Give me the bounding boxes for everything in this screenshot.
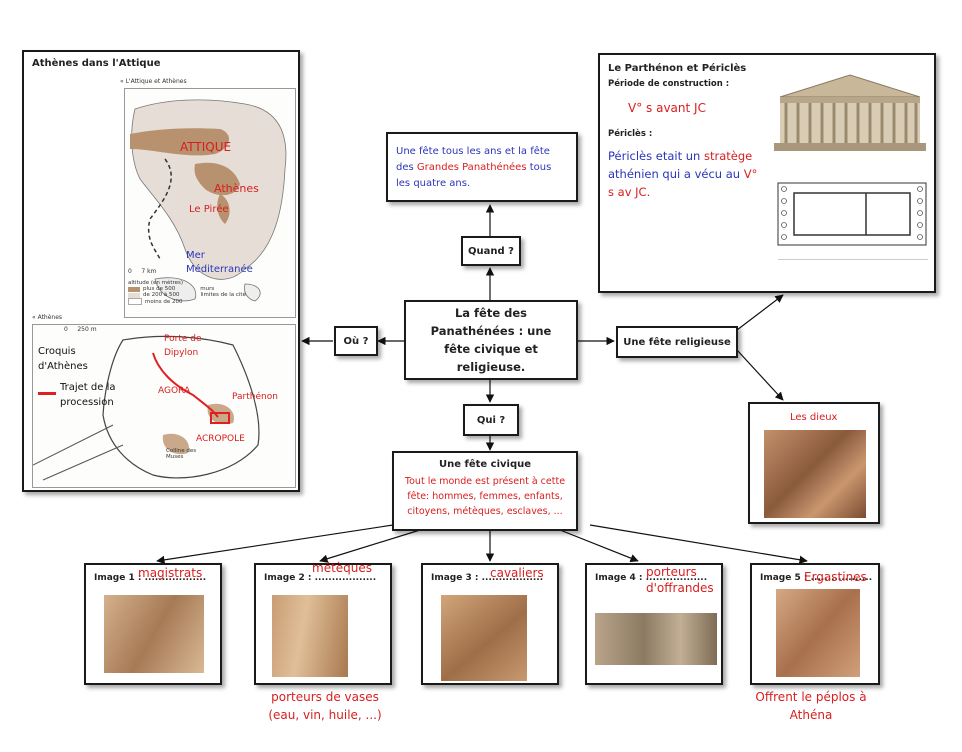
legend-murs: murs <box>200 286 215 292</box>
legend-title: altitude (en mètres) <box>128 280 184 286</box>
pericles-text-2: athénien qui a vécu au <box>608 167 744 181</box>
legend-item-low: moins de 200 <box>145 298 183 305</box>
image-3-relief <box>441 595 527 681</box>
image-4-relief <box>595 613 717 665</box>
parthenon-map-label: Parthénon <box>232 392 278 402</box>
map-box: Athènes dans l'Attique « L'Attique et At… <box>22 50 300 492</box>
legend-swatch-high <box>128 286 140 292</box>
center-box: La fête des Panathénées : une fête civiq… <box>404 300 578 380</box>
trajet-swatch <box>38 392 56 395</box>
image-3-label: Image 3 : .................. <box>431 573 544 583</box>
porte-dipylon-label: Porte de Dipylon <box>164 334 202 358</box>
croquis-label: Croquis d'Athènes <box>38 346 88 372</box>
parthenon-title: Le Parthénon et Périclès <box>608 63 747 74</box>
qui-box: Qui ? <box>463 404 519 436</box>
pericles-red: stratège <box>704 149 753 163</box>
colline-label: Colline des Muses <box>166 448 197 460</box>
trajet-label: Trajet de la procession <box>60 382 116 408</box>
image-2-answer: métèques <box>312 561 373 575</box>
map-label-athenes: Athènes <box>214 182 259 195</box>
ou-label: Où ? <box>343 335 369 347</box>
dieux-box: Les dieux <box>748 402 880 524</box>
image-box-5: Image 5 : .................. <box>750 563 880 685</box>
quand-answer-pre: Une fête tous les ans et la fête des <box>396 146 550 173</box>
dieux-relief-image <box>764 430 866 518</box>
image-3-answer: cavaliers <box>490 566 544 580</box>
map-top-caption: « L'Attique et Athènes <box>120 78 187 85</box>
image-2-label: Image 2 : .................. <box>264 573 377 583</box>
image-box-2: Image 2 : .................. <box>254 563 392 685</box>
pericles-text-1: Périclès etait un <box>608 149 704 163</box>
image-box-4: Image 4 : .................. <box>585 563 723 685</box>
image-5-label: Image 5 : .................. <box>760 573 873 583</box>
map-title: Athènes dans l'Attique <box>32 58 161 69</box>
periode-label: Période de construction : <box>608 79 730 89</box>
ou-box: Où ? <box>334 326 378 356</box>
image-1-relief <box>104 595 204 673</box>
agora-label: AGORA <box>158 386 191 396</box>
athens-map <box>32 324 296 488</box>
quand-label: Quand ? <box>468 245 514 257</box>
legend-item-high: plus de 500 <box>143 286 176 292</box>
qui-label: Qui ? <box>476 414 506 426</box>
image-5-relief <box>776 589 860 677</box>
legend-item-mid: de 200 à 500 <box>143 292 180 298</box>
image-2-relief <box>272 595 348 677</box>
plan-legend <box>778 259 928 288</box>
image-box-3: Image 3 : .................. <box>421 563 559 685</box>
legend-swatch-mid <box>128 292 140 298</box>
dieux-label: Les dieux <box>790 412 838 423</box>
image-4-label: Image 4 : .................. <box>595 573 708 583</box>
map-bottom-caption: « Athènes <box>32 314 63 321</box>
quand-answer-red: Grandes Panathénées <box>416 162 527 173</box>
image-box-1: Image 1 : .................. <box>84 563 222 685</box>
legend-limites: limites de la cité <box>200 292 246 298</box>
religieuse-box: Une fête religieuse <box>616 326 738 358</box>
center-title: La fête des Panathénées : une fête civiq… <box>430 306 552 374</box>
legend-swatch-low <box>128 298 142 305</box>
civique-text: Tout le monde est présent à cette fête: … <box>404 476 566 517</box>
image-5-answer: Ergastines <box>804 570 867 584</box>
pericles-label: Périclès : <box>608 129 653 139</box>
image-1-label: Image 1 : .................. <box>94 573 207 583</box>
parthenon-box: Le Parthénon et Périclès Période de cons… <box>598 53 936 293</box>
map-label-piree: Le Pirée <box>189 204 229 215</box>
image-2-note: porteurs de vases (eau, vin, huile, ...) <box>268 690 382 722</box>
periode-value: V° s avant JC <box>628 101 706 115</box>
pericles-red2: V° s av JC. <box>608 167 758 199</box>
image-1-answer: magistrats <box>138 566 203 580</box>
map-label-mer: Mer Méditerranée <box>186 250 253 275</box>
civique-title: Une fête civique <box>438 459 532 470</box>
quand-answer-post: tous les quatre ans. <box>396 162 552 189</box>
map-label-attique: ATTIQUE <box>180 140 232 154</box>
acropole-label: ACROPOLE <box>196 434 245 444</box>
attica-map-drawing <box>130 99 287 302</box>
athens-map-drawing <box>32 335 260 481</box>
parthenon-temple-image <box>774 74 926 151</box>
scale-bottom: 0 250 m <box>64 326 97 333</box>
altitude-legend: altitude (en mètres) plus de 500 murs de … <box>128 280 294 312</box>
quand-answer-box: Une fête tous les ans et la fête des Gra… <box>386 132 578 202</box>
scale-top: 0 7 km <box>128 268 157 275</box>
attica-map <box>124 88 296 318</box>
civique-box: Une fête civique Tout le monde est prése… <box>392 451 578 531</box>
parthenon-plan <box>777 182 927 246</box>
image-5-note: Offrent le péplos à Athéna <box>755 690 867 722</box>
image-4-answer: porteurs d'offrandes <box>646 565 714 595</box>
religieuse-label: Une fête religieuse <box>623 336 731 348</box>
quand-box: Quand ? <box>461 236 521 266</box>
pericles-text: Périclès etait un stratège athénien qui … <box>608 147 758 201</box>
